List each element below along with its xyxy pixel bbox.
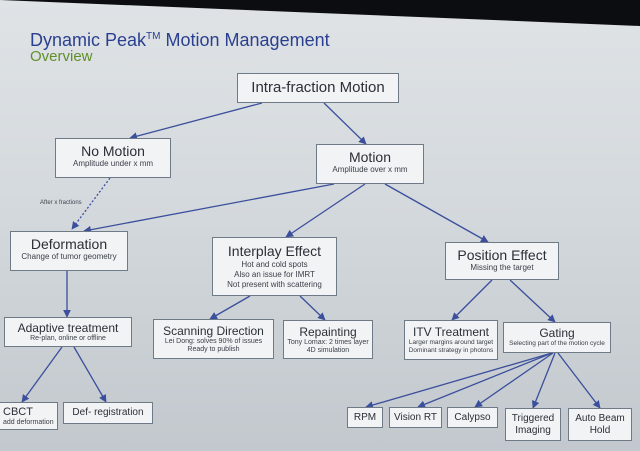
node-detail: Amplitude over x mm bbox=[332, 165, 408, 174]
node-def-registration: Def- registration bbox=[63, 402, 153, 424]
node-interplay-effect: Interplay Effect Hot and cold spots Also… bbox=[212, 237, 337, 296]
node-detail: 4D simulation bbox=[306, 347, 350, 354]
edge-position-to-itv bbox=[451, 279, 493, 321]
edge-nomotion-to-deformation bbox=[71, 177, 111, 230]
edge-motion-to-position bbox=[384, 183, 489, 243]
node-title: Motion bbox=[348, 149, 392, 165]
node-title: Scanning Direction bbox=[163, 324, 264, 338]
node-intra-fraction-motion: Intra-fraction Motion bbox=[237, 73, 399, 103]
node-title: Intra-fraction Motion bbox=[251, 79, 385, 96]
node-title: Triggered Imaging bbox=[511, 412, 555, 436]
node-title: RPM bbox=[353, 411, 377, 423]
node-title: Gating bbox=[539, 326, 575, 340]
title-main: Dynamic Peak bbox=[30, 30, 147, 50]
node-detail: Also an issue for IMRT bbox=[234, 270, 315, 279]
node-repainting: Repainting Tony Lomax: 2 times layer 4D … bbox=[283, 320, 373, 359]
edge-intra-to-nomotion bbox=[129, 102, 263, 140]
edge-interplay-to-scanning bbox=[209, 295, 251, 320]
node-detail: Lei Dong: solves 90% of issues bbox=[164, 338, 263, 345]
node-scanning-direction: Scanning Direction Lei Dong: solves 90% … bbox=[153, 319, 274, 359]
edge-adaptive-to-defreg bbox=[73, 346, 107, 403]
node-detail: Missing the target bbox=[470, 263, 534, 272]
node-detail: Ready to publish bbox=[187, 346, 240, 353]
edge-gating-to-autobeam bbox=[557, 352, 601, 409]
node-position-effect: Position Effect Missing the target bbox=[445, 242, 559, 280]
node-no-motion: No Motion Amplitude under x mm bbox=[55, 138, 171, 178]
node-deformation: Deformation Change of tumor geometry bbox=[10, 231, 128, 271]
node-adaptive-treatment: Adaptive treatment Re-plan, online or of… bbox=[4, 317, 132, 347]
title-rest: Motion Management bbox=[160, 30, 330, 50]
node-gating: Gating Selecting part of the motion cycl… bbox=[503, 322, 611, 353]
node-vision-rt: Vision RT bbox=[389, 407, 442, 428]
node-title: CBCT bbox=[3, 406, 33, 418]
node-detail: Re-plan, online or offline bbox=[30, 335, 106, 342]
node-detail: Dominant strategy in photons bbox=[408, 347, 494, 354]
trademark-sup: TM bbox=[146, 31, 161, 42]
edge-motion-to-interplay bbox=[285, 183, 366, 238]
edge-adaptive-to-cbct bbox=[21, 346, 63, 403]
node-title: Repainting bbox=[299, 325, 357, 339]
node-rpm: RPM bbox=[347, 407, 383, 428]
node-title: Def- registration bbox=[72, 407, 144, 418]
slide-title: Dynamic PeakTM Motion Management bbox=[30, 30, 330, 51]
edge-interplay-to-repainting bbox=[299, 295, 326, 321]
node-detail: Hot and cold spots bbox=[241, 260, 308, 269]
node-triggered-imaging: Triggered Imaging bbox=[505, 408, 561, 441]
node-auto-beam-hold: Auto Beam Hold bbox=[568, 408, 632, 441]
node-title: Position Effect bbox=[457, 247, 547, 263]
node-title: Deformation bbox=[30, 236, 108, 252]
edge-motion-to-deformation bbox=[83, 183, 335, 234]
node-title: No Motion bbox=[81, 143, 145, 159]
node-detail: Selecting part of the motion cycle bbox=[509, 340, 605, 347]
edge-position-to-gating bbox=[509, 279, 556, 323]
node-detail: Amplitude under x mm bbox=[72, 159, 154, 168]
node-itv-treatment: ITV Treatment Larger margins around targ… bbox=[404, 320, 498, 360]
node-detail: Change of tumor geometry bbox=[21, 252, 117, 261]
node-title: Calypso bbox=[454, 411, 491, 423]
node-detail: Larger margins around target bbox=[408, 339, 494, 346]
dashed-note: After x fractions bbox=[40, 200, 82, 206]
node-calypso: Calypso bbox=[447, 407, 498, 428]
node-detail: Tony Lomax: 2 times layer bbox=[287, 339, 369, 346]
node-motion: Motion Amplitude over x mm bbox=[316, 144, 424, 184]
node-title: Auto Beam Hold bbox=[575, 412, 625, 436]
node-detail: add deformation bbox=[3, 419, 54, 426]
node-detail: Not present with scattering bbox=[227, 280, 322, 289]
node-title: ITV Treatment bbox=[412, 325, 490, 339]
edge-gating-to-rpm bbox=[365, 352, 553, 409]
node-cbct: CBCT add deformation bbox=[0, 402, 58, 430]
edge-gating-to-calypso bbox=[474, 352, 554, 408]
edge-intra-to-motion bbox=[323, 102, 367, 145]
edge-gating-to-visionrt bbox=[417, 352, 553, 408]
slide-subtitle: Overview bbox=[30, 48, 93, 65]
node-title: Interplay Effect bbox=[227, 243, 322, 259]
edge-gating-to-triggered bbox=[531, 352, 556, 409]
node-title: Vision RT bbox=[394, 411, 437, 423]
node-title: Adaptive treatment bbox=[17, 321, 119, 335]
